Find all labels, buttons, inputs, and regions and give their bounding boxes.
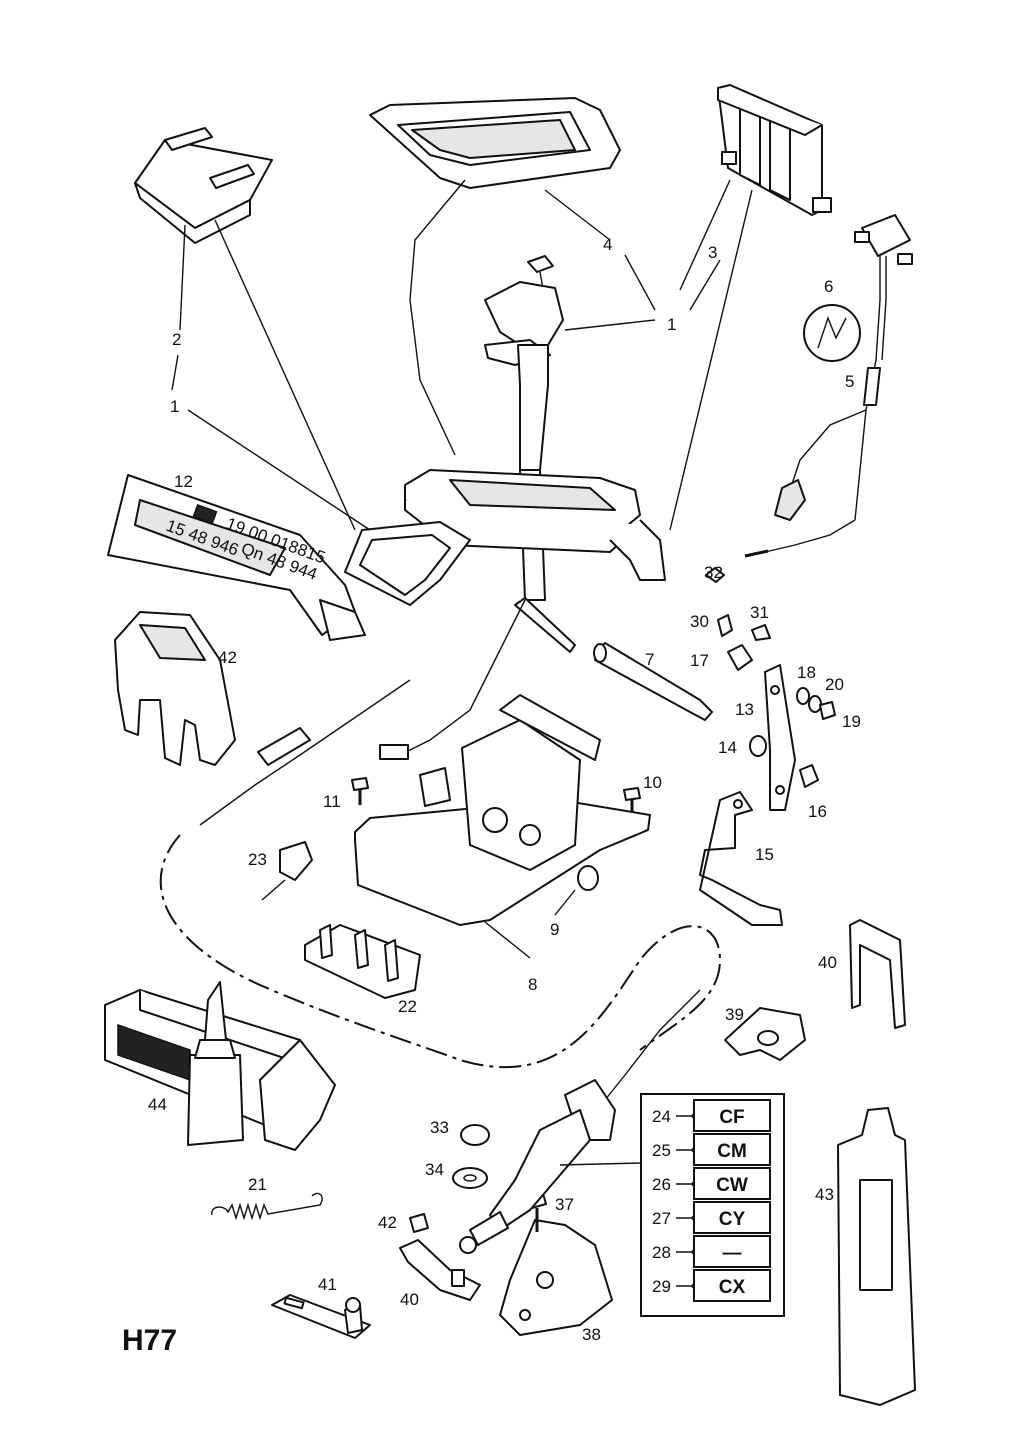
part-41-link — [271, 1294, 371, 1339]
callout-23: 23 — [248, 850, 267, 869]
row-code: CW — [716, 1175, 748, 1196]
row-code: CX — [719, 1277, 746, 1298]
callout-1-left: 1 — [170, 397, 179, 416]
code-box — [693, 1167, 771, 1200]
callout-11: 11 — [323, 792, 341, 811]
row-ref: 28 — [652, 1243, 671, 1262]
part-38-clip — [114, 611, 236, 766]
callout-3: 3 — [708, 243, 717, 262]
row-ref: 24 — [652, 1107, 671, 1126]
callout-17: 17 — [690, 651, 709, 670]
part-7-shaft — [593, 642, 713, 721]
part-1-selector-lever — [404, 255, 666, 601]
part-43-tube — [837, 1107, 916, 1406]
row-code: CY — [719, 1209, 746, 1230]
callout-10: 10 — [643, 773, 662, 792]
part-13-plate — [749, 664, 836, 811]
callout-5: 5 — [845, 372, 854, 391]
callout-4: 4 — [603, 235, 612, 254]
callout-31: 31 — [750, 603, 769, 622]
callout-37: 38 — [582, 1325, 601, 1344]
code-box — [693, 1201, 771, 1234]
code-box — [693, 1099, 771, 1132]
row-ref: 27 — [652, 1209, 671, 1228]
part-4-gate-surround — [369, 97, 621, 189]
callout-43: 43 — [815, 1185, 834, 1204]
table-row: 27 CY — [652, 1201, 771, 1234]
callout-labels: 2 1 4 3 1 6 5 12 32 30 31 7 17 18 20 13 … — [148, 235, 861, 1344]
callout-19: 19 — [842, 712, 861, 731]
selector-cable — [199, 679, 411, 826]
part-23-sensor — [261, 841, 313, 901]
row-code: CM — [717, 1141, 747, 1162]
callout-12: 12 — [174, 472, 193, 491]
callout-16: 16 — [808, 802, 827, 821]
code-box — [693, 1133, 771, 1166]
callout-1-right: 1 — [667, 315, 676, 334]
part-36-staple — [849, 919, 906, 1029]
part-9-bush — [577, 865, 599, 891]
table-row: 24 CF — [652, 1099, 771, 1132]
callout-9: 9 — [550, 920, 559, 939]
callout-40: 40 — [400, 1290, 419, 1309]
part-12-grease-tube: 19 00 018815 15 48 946 Qn 48 944 — [107, 474, 366, 641]
part-44-threadlock — [104, 981, 336, 1151]
callout-15: 15 — [755, 845, 774, 864]
callout-13: 13 — [735, 700, 754, 719]
callout-14: 14 — [718, 738, 737, 757]
callout-33: 33 — [430, 1118, 449, 1137]
callout-18: 18 — [797, 663, 816, 682]
part-5-switch — [744, 214, 913, 558]
row-code: CF — [719, 1107, 744, 1128]
callout-7: 7 — [645, 650, 654, 669]
gear-cable — [459, 989, 701, 1254]
part-2-cover — [134, 127, 273, 244]
part-21-spring — [211, 1192, 323, 1221]
small-hardware — [705, 567, 771, 671]
callout-34: 34 — [425, 1160, 444, 1179]
callout-35: 39 — [725, 1005, 744, 1024]
callout-21: 21 — [248, 1175, 267, 1194]
row-ref: 29 — [652, 1277, 671, 1296]
callout-36: 40 — [818, 953, 837, 972]
callout-32: 32 — [704, 563, 723, 582]
table-row: 28 — — [652, 1235, 771, 1268]
callout-42: 42 — [378, 1213, 397, 1232]
code-box — [693, 1269, 771, 1302]
assembly-outline — [159, 834, 722, 1069]
row-code: — — [723, 1243, 742, 1264]
callout-22: 22 — [398, 997, 417, 1016]
callout-20: 20 — [825, 675, 844, 694]
part-33-34-clip-washer — [452, 1124, 490, 1189]
part-35-clip — [724, 1007, 806, 1061]
callout-6: 6 — [824, 277, 833, 296]
callout-8: 8 — [528, 975, 537, 994]
part-3-bracket — [717, 84, 832, 216]
table-row: 25 CM — [652, 1133, 771, 1166]
bolts-10-11 — [351, 777, 641, 812]
table-row: 26 CW — [652, 1167, 771, 1200]
part-6-badge — [803, 304, 861, 362]
callout-30: 30 — [690, 612, 709, 631]
lever-rod — [379, 597, 576, 760]
row-ref: 26 — [652, 1175, 671, 1194]
sheet-id: H77 — [122, 1324, 177, 1357]
callout-44: 44 — [148, 1095, 167, 1114]
callout-39: 37 — [555, 1195, 574, 1214]
callout-41: 41 — [318, 1275, 337, 1294]
part-22-clip-block — [304, 924, 421, 999]
variant-table: 24 CF 25 CM 26 CW 27 CY 28 — 29 CX — [640, 1093, 785, 1317]
row-ref: 25 — [652, 1141, 671, 1160]
code-box — [693, 1235, 771, 1268]
part-40-bracket — [399, 1213, 481, 1301]
callout-2: 2 — [172, 330, 181, 349]
part-15-bracket-shaft — [699, 791, 783, 926]
leader-lines — [171, 179, 753, 1166]
callout-38: 42 — [218, 648, 237, 667]
part-8-base — [354, 694, 651, 926]
side-cover — [344, 521, 471, 606]
table-row: 29 CX — [652, 1269, 771, 1302]
